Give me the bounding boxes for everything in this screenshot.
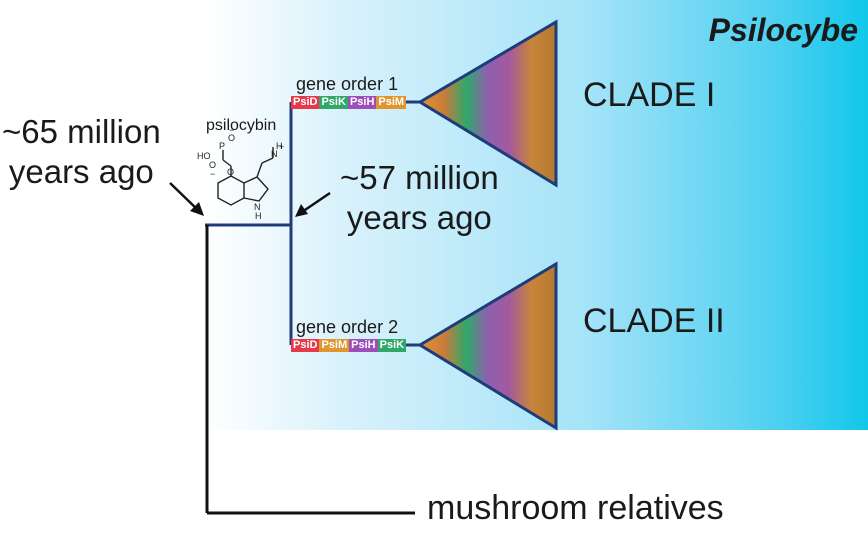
gene-psid: PsiD <box>291 339 320 352</box>
atom-p: P <box>219 141 225 151</box>
atom-o-2: O <box>228 133 235 143</box>
outgroup-label: mushroom relatives <box>427 489 724 527</box>
atom-h-amine: H <box>276 141 283 151</box>
psilocybin-label: psilocybin <box>206 117 277 134</box>
gene-order-2-bar: PsiD PsiM PsiH PsiK <box>291 339 407 352</box>
gene-psik: PsiK <box>377 339 407 352</box>
atom-n-amine: N <box>271 149 278 159</box>
atom-n-indole: N <box>254 202 261 212</box>
clade-ii-label: CLADE II <box>583 302 725 340</box>
gene-psih: PsiH <box>349 339 378 352</box>
arrow-57 <box>295 191 331 217</box>
atom-o-3: O <box>227 167 234 177</box>
charge-plus: + <box>279 142 284 152</box>
gene-order-1-label: gene order 1 <box>296 74 399 94</box>
gene-psim: PsiM <box>376 96 407 109</box>
gene-order-2-label: gene order 2 <box>296 317 399 337</box>
gene-psim: PsiM <box>319 339 350 352</box>
psilocybin-structure <box>217 147 274 206</box>
time-65-line-1: ~65 million <box>2 113 161 150</box>
atom-h-indole: H <box>255 211 262 221</box>
time-57-label: ~57 million years ago <box>340 158 499 238</box>
atom-ho: HO <box>197 151 211 161</box>
atom-o-1: O <box>209 160 216 170</box>
gene-psih: PsiH <box>347 96 377 109</box>
charge-minus-1: − <box>229 125 234 135</box>
time-57-line-2: years ago <box>346 199 492 236</box>
time-65-line-2: years ago <box>8 153 154 190</box>
clade-i-triangle <box>417 19 558 188</box>
arrow-65 <box>169 182 204 216</box>
clade-i-label: CLADE I <box>583 76 716 114</box>
clade-ii-triangle <box>417 261 558 431</box>
gene-psik: PsiK <box>319 96 348 109</box>
gene-order-1-bar: PsiD PsiK PsiH PsiM <box>291 96 407 109</box>
time-65-label: ~65 million years ago <box>2 112 161 192</box>
genus-title: Psilocybe <box>708 12 858 48</box>
gene-psid: PsiD <box>291 96 320 109</box>
time-57-line-1: ~57 million <box>340 159 499 196</box>
charge-minus-2: − <box>210 169 215 179</box>
